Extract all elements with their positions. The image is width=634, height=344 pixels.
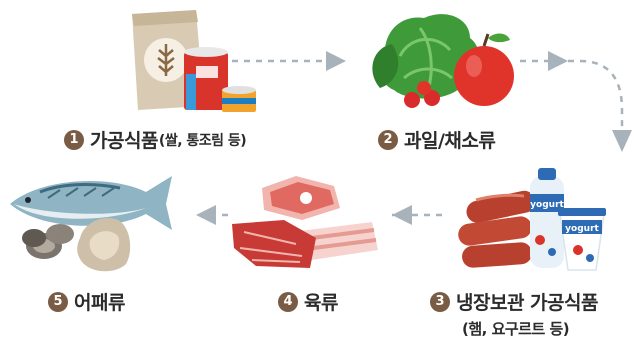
yogurt-cup-text: yogurt (565, 224, 599, 234)
arrowhead-right-icon (548, 51, 568, 71)
step-5-number-badge: 5 (48, 291, 68, 312)
apple-icon (454, 46, 514, 106)
step-1-number-badge: 1 (64, 129, 84, 150)
yogurt-bottle-icon (530, 176, 564, 268)
refrigerated-foods-illustration: yogurt yogurt (458, 168, 606, 271)
arrow-2-to-3 (520, 59, 624, 148)
yogurt-text: yogurt (530, 200, 564, 210)
arrowhead-down-icon (612, 130, 632, 152)
step-2-number-badge: 2 (378, 129, 398, 150)
step-5-label: 5 어패류 (48, 288, 125, 315)
sausage-icon (458, 190, 536, 268)
step-3-number-badge: 3 (430, 291, 450, 312)
step-3-note: (햄, 요구르트 등) (462, 320, 570, 338)
wheat-icon (157, 44, 175, 76)
processed-foods-illustration (132, 10, 256, 112)
step-2-title: 과일/채소류 (404, 130, 496, 152)
step-4-label: 4 육류 (278, 288, 338, 315)
leaf-icon (372, 44, 399, 88)
arrowhead-right-icon (326, 51, 346, 71)
step-2-label: 2 과일/채소류 (378, 126, 496, 153)
seafood-illustration (10, 176, 172, 272)
meat-illustration (232, 176, 378, 268)
arrowhead-left-icon (196, 205, 216, 225)
tomato-icon (404, 92, 420, 108)
fruit-vegetable-illustration (372, 14, 514, 108)
step-4-number-badge: 4 (278, 291, 298, 312)
step-1-note: (쌀, 통조림 등) (158, 132, 247, 149)
arrowhead-left-icon (392, 205, 412, 225)
step-3-title: 냉장보관 가공식품 (456, 292, 598, 314)
step-1-label: 1 가공식품 (쌀, 통조림 등) (64, 126, 247, 153)
step-5-title: 어패류 (74, 292, 125, 314)
step-4-title: 육류 (304, 292, 338, 314)
arrow-heads (196, 51, 632, 225)
step-1-title: 가공식품 (90, 130, 158, 152)
step-3-label: 3 냉장보관 가공식품 (430, 288, 598, 315)
